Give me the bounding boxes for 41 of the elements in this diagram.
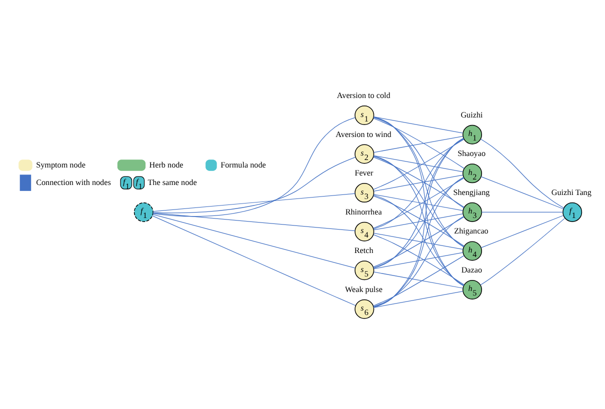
connector bbox=[373, 116, 464, 208]
connector bbox=[373, 252, 464, 269]
connector bbox=[480, 214, 564, 248]
connector bbox=[372, 216, 464, 267]
connector bbox=[152, 192, 356, 212]
connector bbox=[372, 177, 464, 228]
connector bbox=[373, 118, 464, 168]
connector bbox=[373, 195, 464, 246]
connector bbox=[152, 212, 356, 231]
connector bbox=[373, 215, 464, 306]
connector bbox=[373, 156, 464, 208]
connector bbox=[373, 156, 464, 246]
connector bbox=[373, 194, 464, 210]
connector bbox=[372, 254, 464, 306]
connector bbox=[373, 116, 464, 247]
connector bbox=[373, 174, 464, 192]
connector bbox=[372, 138, 464, 190]
connector bbox=[373, 271, 464, 288]
connector bbox=[373, 138, 464, 268]
connector bbox=[373, 155, 464, 286]
connector bbox=[152, 215, 356, 306]
connector bbox=[481, 211, 564, 212]
connector bbox=[152, 156, 356, 213]
connector bbox=[373, 232, 464, 250]
connector bbox=[152, 214, 356, 268]
connector bbox=[373, 176, 464, 268]
connector bbox=[373, 234, 464, 285]
connector bbox=[373, 116, 464, 133]
connector bbox=[374, 116, 464, 286]
connector bbox=[373, 135, 464, 152]
connector bbox=[373, 194, 464, 286]
connector bbox=[373, 137, 464, 308]
connector bbox=[373, 176, 464, 307]
connector bbox=[480, 217, 566, 285]
connector bbox=[373, 138, 464, 229]
connector bbox=[480, 176, 564, 209]
connector bbox=[373, 154, 464, 172]
connector bbox=[373, 290, 464, 308]
connector bbox=[480, 138, 564, 208]
connector bbox=[373, 212, 464, 230]
connector bbox=[152, 116, 356, 216]
